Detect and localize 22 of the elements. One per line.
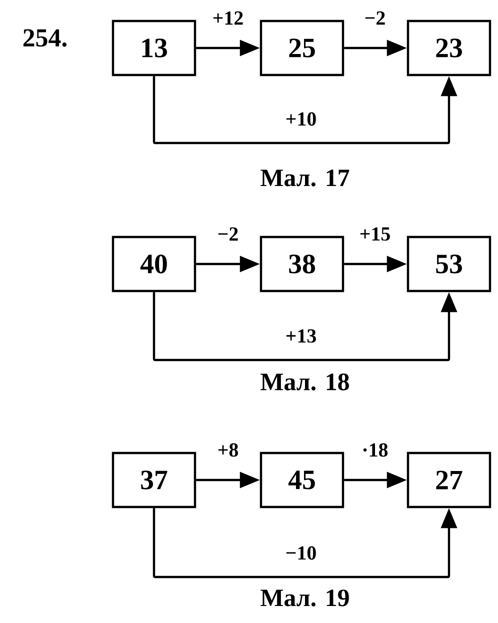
number-box: 38 [260,236,344,292]
edge-label: +10 [284,111,318,127]
edge-label: +8 [216,442,240,458]
number-box: 40 [112,236,196,292]
edge-label: −2 [363,10,387,26]
number-box: 45 [260,452,344,508]
figure-caption: Мал. 19 [260,590,349,606]
edge-label: +12 [211,10,245,26]
number-box: 53 [406,236,492,292]
exercise-number: 254. [23,29,67,47]
edge-label: +13 [284,328,318,344]
edge-label: −2 [216,226,240,242]
number-box: 27 [406,452,492,508]
figure-caption: Мал. 18 [260,374,349,390]
edge-label: +15 [358,226,392,242]
number-box: 37 [112,452,196,508]
number-box: 25 [260,20,344,76]
edge-label: ·18 [360,442,390,458]
edge-label: −10 [284,545,318,561]
number-box: 13 [112,20,196,76]
number-box: 23 [406,20,492,76]
figure-caption: Мал. 17 [260,170,350,186]
